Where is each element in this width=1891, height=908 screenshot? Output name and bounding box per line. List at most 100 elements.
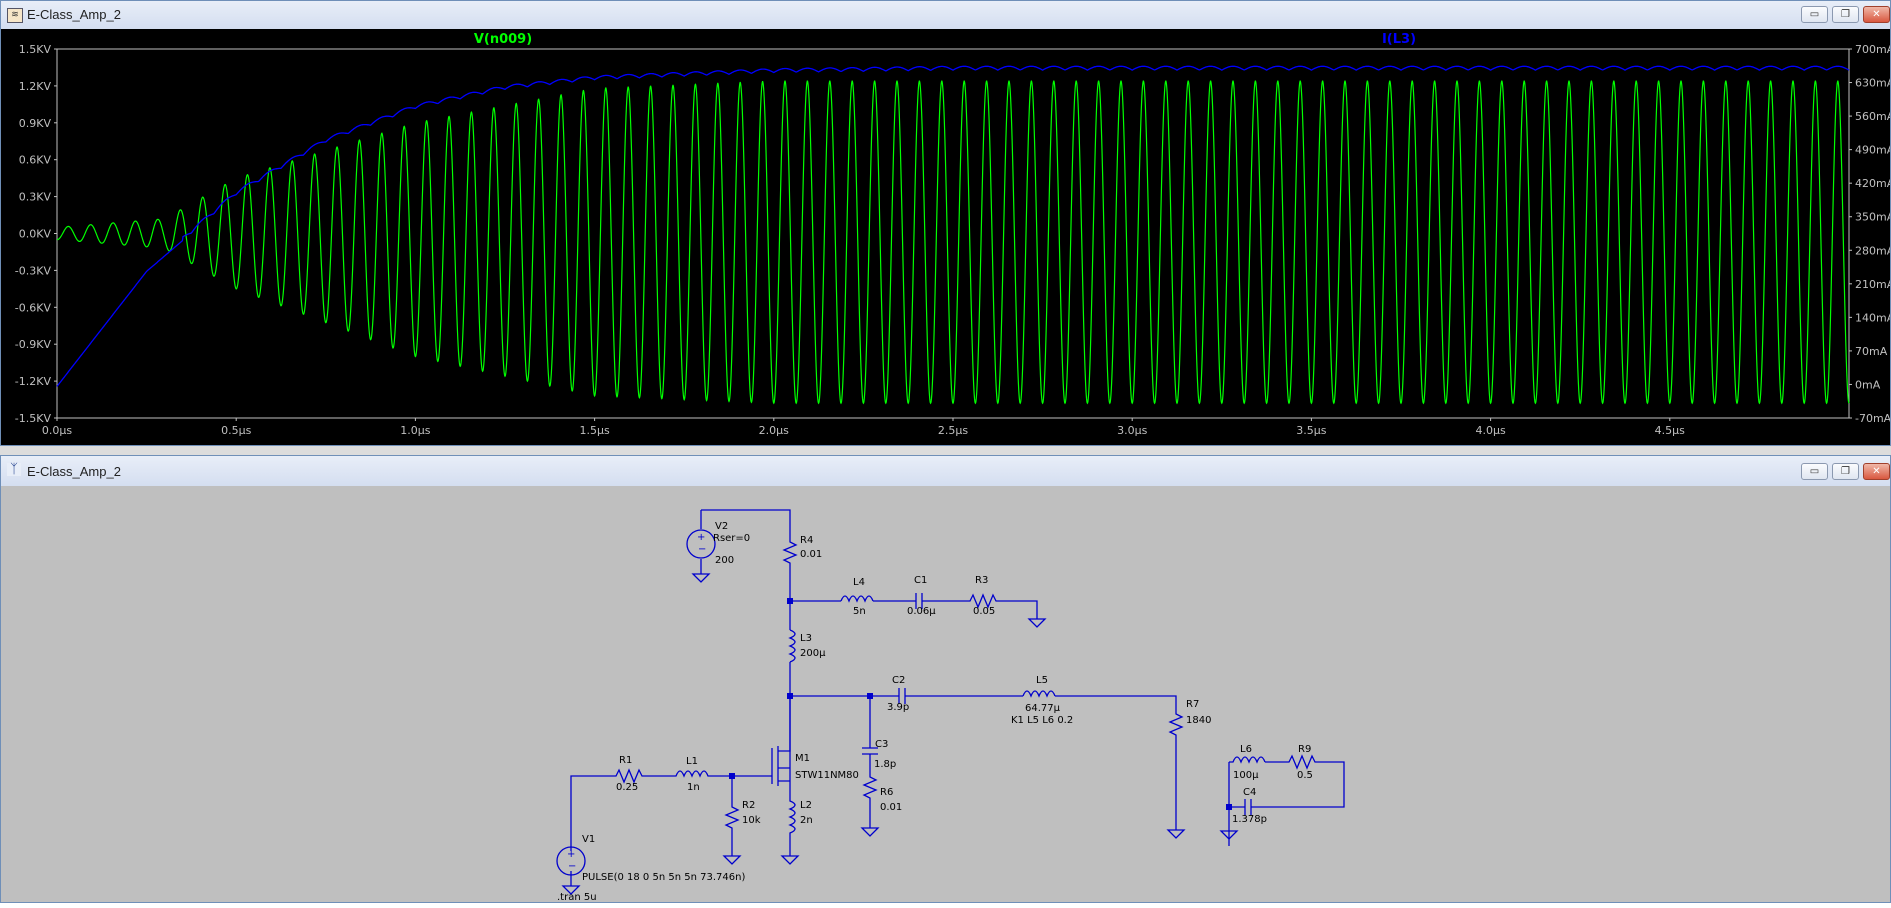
r1-name[interactable]: R1 (619, 755, 632, 766)
window-splitter[interactable] (0, 446, 1891, 455)
ground-symbol (860, 827, 880, 837)
inductor-l6[interactable] (1229, 756, 1266, 764)
wire[interactable] (1055, 695, 1177, 711)
right-axis-tick-label: 350mA (1855, 211, 1890, 224)
l6-value[interactable]: 100µ (1233, 770, 1259, 781)
v2-name[interactable]: V2 (715, 521, 728, 532)
wire[interactable] (999, 600, 1038, 619)
m1-name[interactable]: M1 (795, 753, 810, 764)
l4-value[interactable]: 5n (853, 606, 866, 617)
inductor-l4[interactable] (840, 595, 874, 603)
schematic-drawing[interactable]: + − + − (1, 486, 1890, 904)
right-axis-tick-label: 280mA (1855, 244, 1890, 257)
l4-name[interactable]: L4 (853, 577, 865, 588)
resistor-r3[interactable] (967, 593, 999, 609)
schematic-restore-button[interactable]: ❐ (1832, 463, 1859, 480)
c1-value[interactable]: 0.06µ (907, 606, 936, 617)
capacitor-c2[interactable] (790, 688, 1023, 704)
waveform-titlebar[interactable]: ≋ E-Class_Amp_2 ▭ ❐ ✕ (1, 1, 1890, 30)
trace-label-vn009[interactable]: V(n009) (474, 32, 532, 47)
trace-line-il3[interactable] (56, 65, 1850, 387)
l2-name[interactable]: L2 (800, 800, 812, 811)
waveform-app-icon: ≋ (7, 8, 23, 23)
inductor-l2[interactable] (788, 786, 796, 856)
plus-sign: + (697, 532, 705, 543)
v2-value[interactable]: 200 (715, 555, 734, 566)
r4-value[interactable]: 0.01 (800, 549, 822, 560)
r6-name[interactable]: R6 (880, 787, 893, 798)
x-axis-tick-label: 4.0µs (1475, 424, 1505, 437)
right-axis-tick-label: 560mA (1855, 110, 1890, 123)
wire[interactable] (701, 509, 791, 539)
inductor-l3[interactable] (788, 629, 796, 663)
c3-name[interactable]: C3 (875, 739, 888, 750)
r9-name[interactable]: R9 (1298, 744, 1311, 755)
ground-symbol (1219, 830, 1239, 840)
wire[interactable] (570, 775, 613, 851)
l1-value[interactable]: 1n (687, 782, 700, 793)
schematic-close-button[interactable]: ✕ (1863, 463, 1890, 480)
l3-name[interactable]: L3 (800, 633, 812, 644)
r3-name[interactable]: R3 (975, 575, 988, 586)
voltage-source-v1[interactable] (556, 846, 586, 876)
capacitor-c3[interactable] (862, 696, 878, 774)
resistor-r2[interactable] (724, 776, 740, 856)
l5-name[interactable]: L5 (1036, 675, 1048, 686)
trace-label-il3[interactable]: I(L3) (1382, 32, 1416, 47)
right-axis-tick-label: 420mA (1855, 177, 1890, 190)
ground-symbol (1027, 618, 1047, 628)
voltage-source-v2[interactable] (686, 529, 716, 559)
v1-name[interactable]: V1 (582, 834, 595, 845)
inductor-l5[interactable] (1022, 690, 1056, 698)
inductor-l1[interactable] (645, 770, 732, 778)
tran-directive[interactable]: .tran 5u (557, 892, 597, 903)
c3-value[interactable]: 1.8p (874, 759, 896, 770)
r2-name[interactable]: R2 (742, 800, 755, 811)
l6-name[interactable]: L6 (1240, 744, 1252, 755)
right-axis-tick-label: -70mA (1855, 412, 1890, 425)
m1-value[interactable]: STW11NM80 (795, 770, 859, 781)
capacitor-c1[interactable] (873, 593, 967, 609)
c1-name[interactable]: C1 (914, 575, 927, 586)
ground-symbol (691, 573, 711, 583)
v1-value[interactable]: PULSE(0 18 0 5n 5n 5n 73.746n) (582, 872, 745, 883)
resistor-r4[interactable] (782, 539, 798, 566)
schematic-titlebar[interactable]: ᛉ E-Class_Amp_2 ▭ ❐ ✕ (1, 456, 1890, 487)
c4-value[interactable]: 1.378p (1232, 814, 1267, 825)
mosfet-m1[interactable] (771, 696, 791, 786)
r7-value[interactable]: 1840 (1186, 715, 1211, 726)
ground-symbol (780, 855, 800, 865)
r3-value[interactable]: 0.05 (973, 606, 995, 617)
x-axis-tick-label: 1.0µs (400, 424, 430, 437)
c2-value[interactable]: 3.9p (887, 702, 909, 713)
r2-value[interactable]: 10k (742, 815, 761, 826)
c2-name[interactable]: C2 (892, 675, 905, 686)
restore-button[interactable]: ❐ (1832, 6, 1859, 23)
r4-name[interactable]: R4 (800, 535, 813, 546)
schematic-app-icon: ᛉ (7, 463, 21, 476)
close-button[interactable]: ✕ (1863, 6, 1890, 23)
r7-name[interactable]: R7 (1186, 699, 1199, 710)
coupling-directive[interactable]: K1 L5 L6 0.2 (1011, 715, 1073, 726)
trace-line-vn009[interactable] (57, 80, 1850, 405)
resistor-r9-capacitor-c4[interactable] (1229, 754, 1345, 815)
resistor-r7[interactable] (1168, 711, 1184, 830)
waveform-chart[interactable]: V(n009) I(L3) 1.5KV1.2KV0.9KV0.6KV0.3KV0… (1, 29, 1891, 445)
c4-name[interactable]: C4 (1243, 787, 1256, 798)
resistor-r1[interactable] (613, 768, 645, 784)
l3-value[interactable]: 200µ (800, 648, 826, 659)
minimize-button[interactable]: ▭ (1801, 6, 1828, 23)
schematic-minimize-button[interactable]: ▭ (1801, 463, 1828, 480)
l2-value[interactable]: 2n (800, 815, 813, 826)
l1-name[interactable]: L1 (686, 756, 698, 767)
r6-value[interactable]: 0.01 (880, 802, 902, 813)
schematic-canvas[interactable]: + − + − (1, 486, 1890, 904)
plus-sign: + (567, 849, 575, 860)
resistor-r6[interactable] (862, 774, 878, 828)
r1-value[interactable]: 0.25 (616, 782, 638, 793)
r9-value[interactable]: 0.5 (1297, 770, 1313, 781)
right-axis-tick-label: 210mA (1855, 278, 1890, 291)
l5-value[interactable]: 64.77µ (1025, 703, 1061, 714)
v2-param[interactable]: Rser=0 (713, 533, 750, 544)
